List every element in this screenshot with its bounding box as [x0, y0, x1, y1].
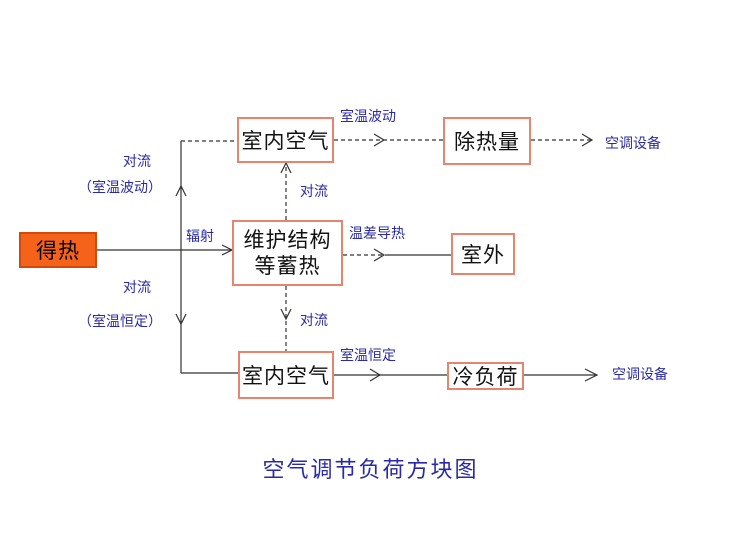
heat-gain-label: 得热 — [36, 239, 80, 263]
label-room-temp-constant: 室温恒定 — [340, 348, 396, 364]
cooling-load-box: 冷负荷 — [447, 362, 524, 390]
arrowhead-envelope-down — [280, 308, 292, 321]
arrowhead-envelope-up — [280, 161, 292, 174]
arrowhead-bottom-1 — [369, 368, 382, 382]
diagram-caption: 空气调节负荷方块图 — [262, 458, 479, 483]
indoor-air-top-box: 室内空气 — [237, 117, 334, 163]
label-convection-mid-down: 对流 — [300, 313, 328, 329]
label-room-temp-fluctuating: 室温波动 — [340, 109, 396, 125]
outdoor-label: 室外 — [461, 243, 505, 267]
cooling-load-label: 冷负荷 — [452, 365, 519, 389]
outdoor-box: 室外 — [451, 233, 515, 275]
arrowhead-trunk-down — [175, 313, 187, 326]
arrowhead-top-2 — [581, 133, 594, 147]
envelope-storage-line2: 等蓄热 — [254, 254, 321, 278]
label-radiation: 辐射 — [186, 229, 214, 245]
label-convection-mid-up: 对流 — [300, 184, 328, 200]
label-convection-upper: 对流 — [123, 154, 151, 170]
label-ac-equipment-bottom: 空调设备 — [612, 367, 668, 383]
envelope-storage-box: 维护结构 等蓄热 — [232, 220, 343, 286]
label-room-temp-constant-paren: （室温恒定） — [78, 314, 162, 330]
envelope-storage-line1: 维护结构 — [243, 228, 332, 252]
label-convection-lower: 对流 — [123, 280, 151, 296]
heat-removal-label: 除热量 — [454, 130, 520, 154]
label-temp-diff-conduction: 温差导热 — [349, 226, 405, 242]
heat-gain-box: 得热 — [19, 232, 97, 268]
arrowhead-top-1 — [373, 133, 386, 147]
label-ac-equipment-top: 空调设备 — [605, 136, 661, 152]
indoor-air-bottom-label: 室内空气 — [242, 364, 330, 388]
heat-removal-box: 除热量 — [443, 117, 531, 165]
arrowhead-trunk-up — [175, 184, 187, 197]
label-room-temp-fluctuating-paren: （室温波动） — [78, 180, 162, 196]
indoor-air-top-label: 室内空气 — [241, 129, 330, 153]
arrowhead-bottom-2 — [584, 368, 599, 382]
indoor-air-bottom-box: 室内空气 — [238, 351, 334, 399]
arrowhead-outdoor — [373, 248, 386, 262]
